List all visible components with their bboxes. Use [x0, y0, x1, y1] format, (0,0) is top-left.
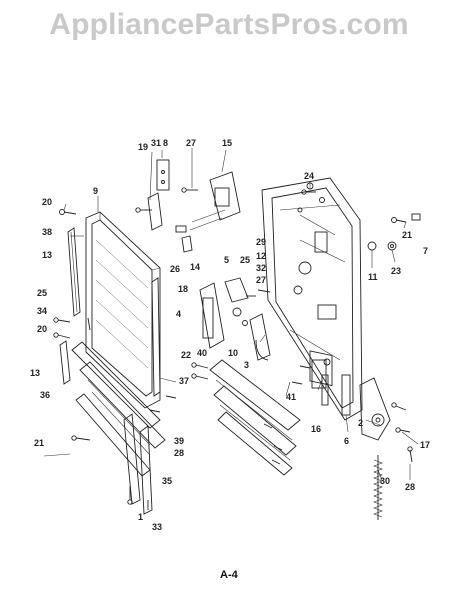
callout-32: 32 [256, 263, 266, 273]
callout-17: 17 [420, 440, 430, 450]
callout-33: 33 [152, 522, 162, 532]
callout-26: 26 [170, 264, 180, 274]
callout-39: 39 [174, 436, 184, 446]
kick-panel [209, 359, 301, 476]
callout-20-left: 20 [37, 324, 47, 334]
callout-36: 36 [40, 390, 50, 400]
callout-3: 3 [244, 360, 249, 370]
callout-34: 34 [37, 306, 47, 316]
callout-35: 35 [162, 476, 172, 486]
callout-labels: 19 31 8 27 15 24 9 20 38 13 26 14 5 25 2… [30, 138, 430, 532]
callout-30: 30 [380, 476, 390, 486]
callout-27-top: 27 [186, 138, 196, 148]
callout-41: 41 [286, 392, 296, 402]
leader-lines [43, 148, 419, 481]
callout-38: 38 [42, 227, 52, 237]
callout-31: 31 [151, 138, 161, 148]
callout-6: 6 [344, 436, 349, 446]
callout-5: 5 [224, 255, 229, 265]
callout-28-right: 28 [405, 482, 415, 492]
outer-door-frame [85, 211, 161, 409]
callout-25-left: 25 [37, 288, 47, 298]
callout-18: 18 [178, 284, 188, 294]
inner-door-panel [261, 177, 363, 421]
latch-handle-assembly [199, 277, 271, 361]
callout-28-left: 28 [174, 448, 184, 458]
callout-21-right: 21 [402, 230, 412, 240]
callout-1: 1 [138, 512, 143, 522]
callout-23: 23 [391, 266, 401, 276]
right-trim-strip [151, 277, 161, 397]
top-hinge-assembly [147, 159, 241, 253]
callout-13-top: 13 [42, 250, 52, 260]
bottom-left-rails [59, 340, 166, 515]
callout-16: 16 [311, 424, 321, 434]
callout-20-top: 20 [42, 197, 52, 207]
fasteners [53, 182, 421, 510]
callout-25-mid: 25 [240, 255, 250, 265]
callout-22: 22 [181, 350, 191, 360]
callout-13-bottom: 13 [30, 368, 40, 378]
page-label: A-4 [220, 569, 239, 581]
callout-9: 9 [93, 186, 98, 196]
callout-37: 37 [179, 376, 189, 386]
callout-21-left: 21 [34, 438, 44, 448]
door-spring [373, 455, 383, 520]
callout-40: 40 [197, 348, 207, 358]
callout-27-mid: 27 [256, 275, 266, 285]
callout-24: 24 [304, 171, 314, 181]
callout-14: 14 [190, 262, 200, 272]
callout-7: 7 [423, 246, 428, 256]
callout-11: 11 [368, 272, 378, 282]
left-trim-strip [67, 227, 81, 317]
callout-2: 2 [358, 418, 363, 428]
callout-12: 12 [256, 251, 266, 261]
callout-29: 29 [256, 237, 266, 247]
watermark: AppliancePartsPros.com [49, 8, 409, 41]
callout-15: 15 [222, 138, 232, 148]
callout-19: 19 [138, 142, 148, 152]
callout-4: 4 [176, 309, 181, 319]
callout-8: 8 [163, 138, 168, 148]
callout-10: 10 [228, 348, 238, 358]
